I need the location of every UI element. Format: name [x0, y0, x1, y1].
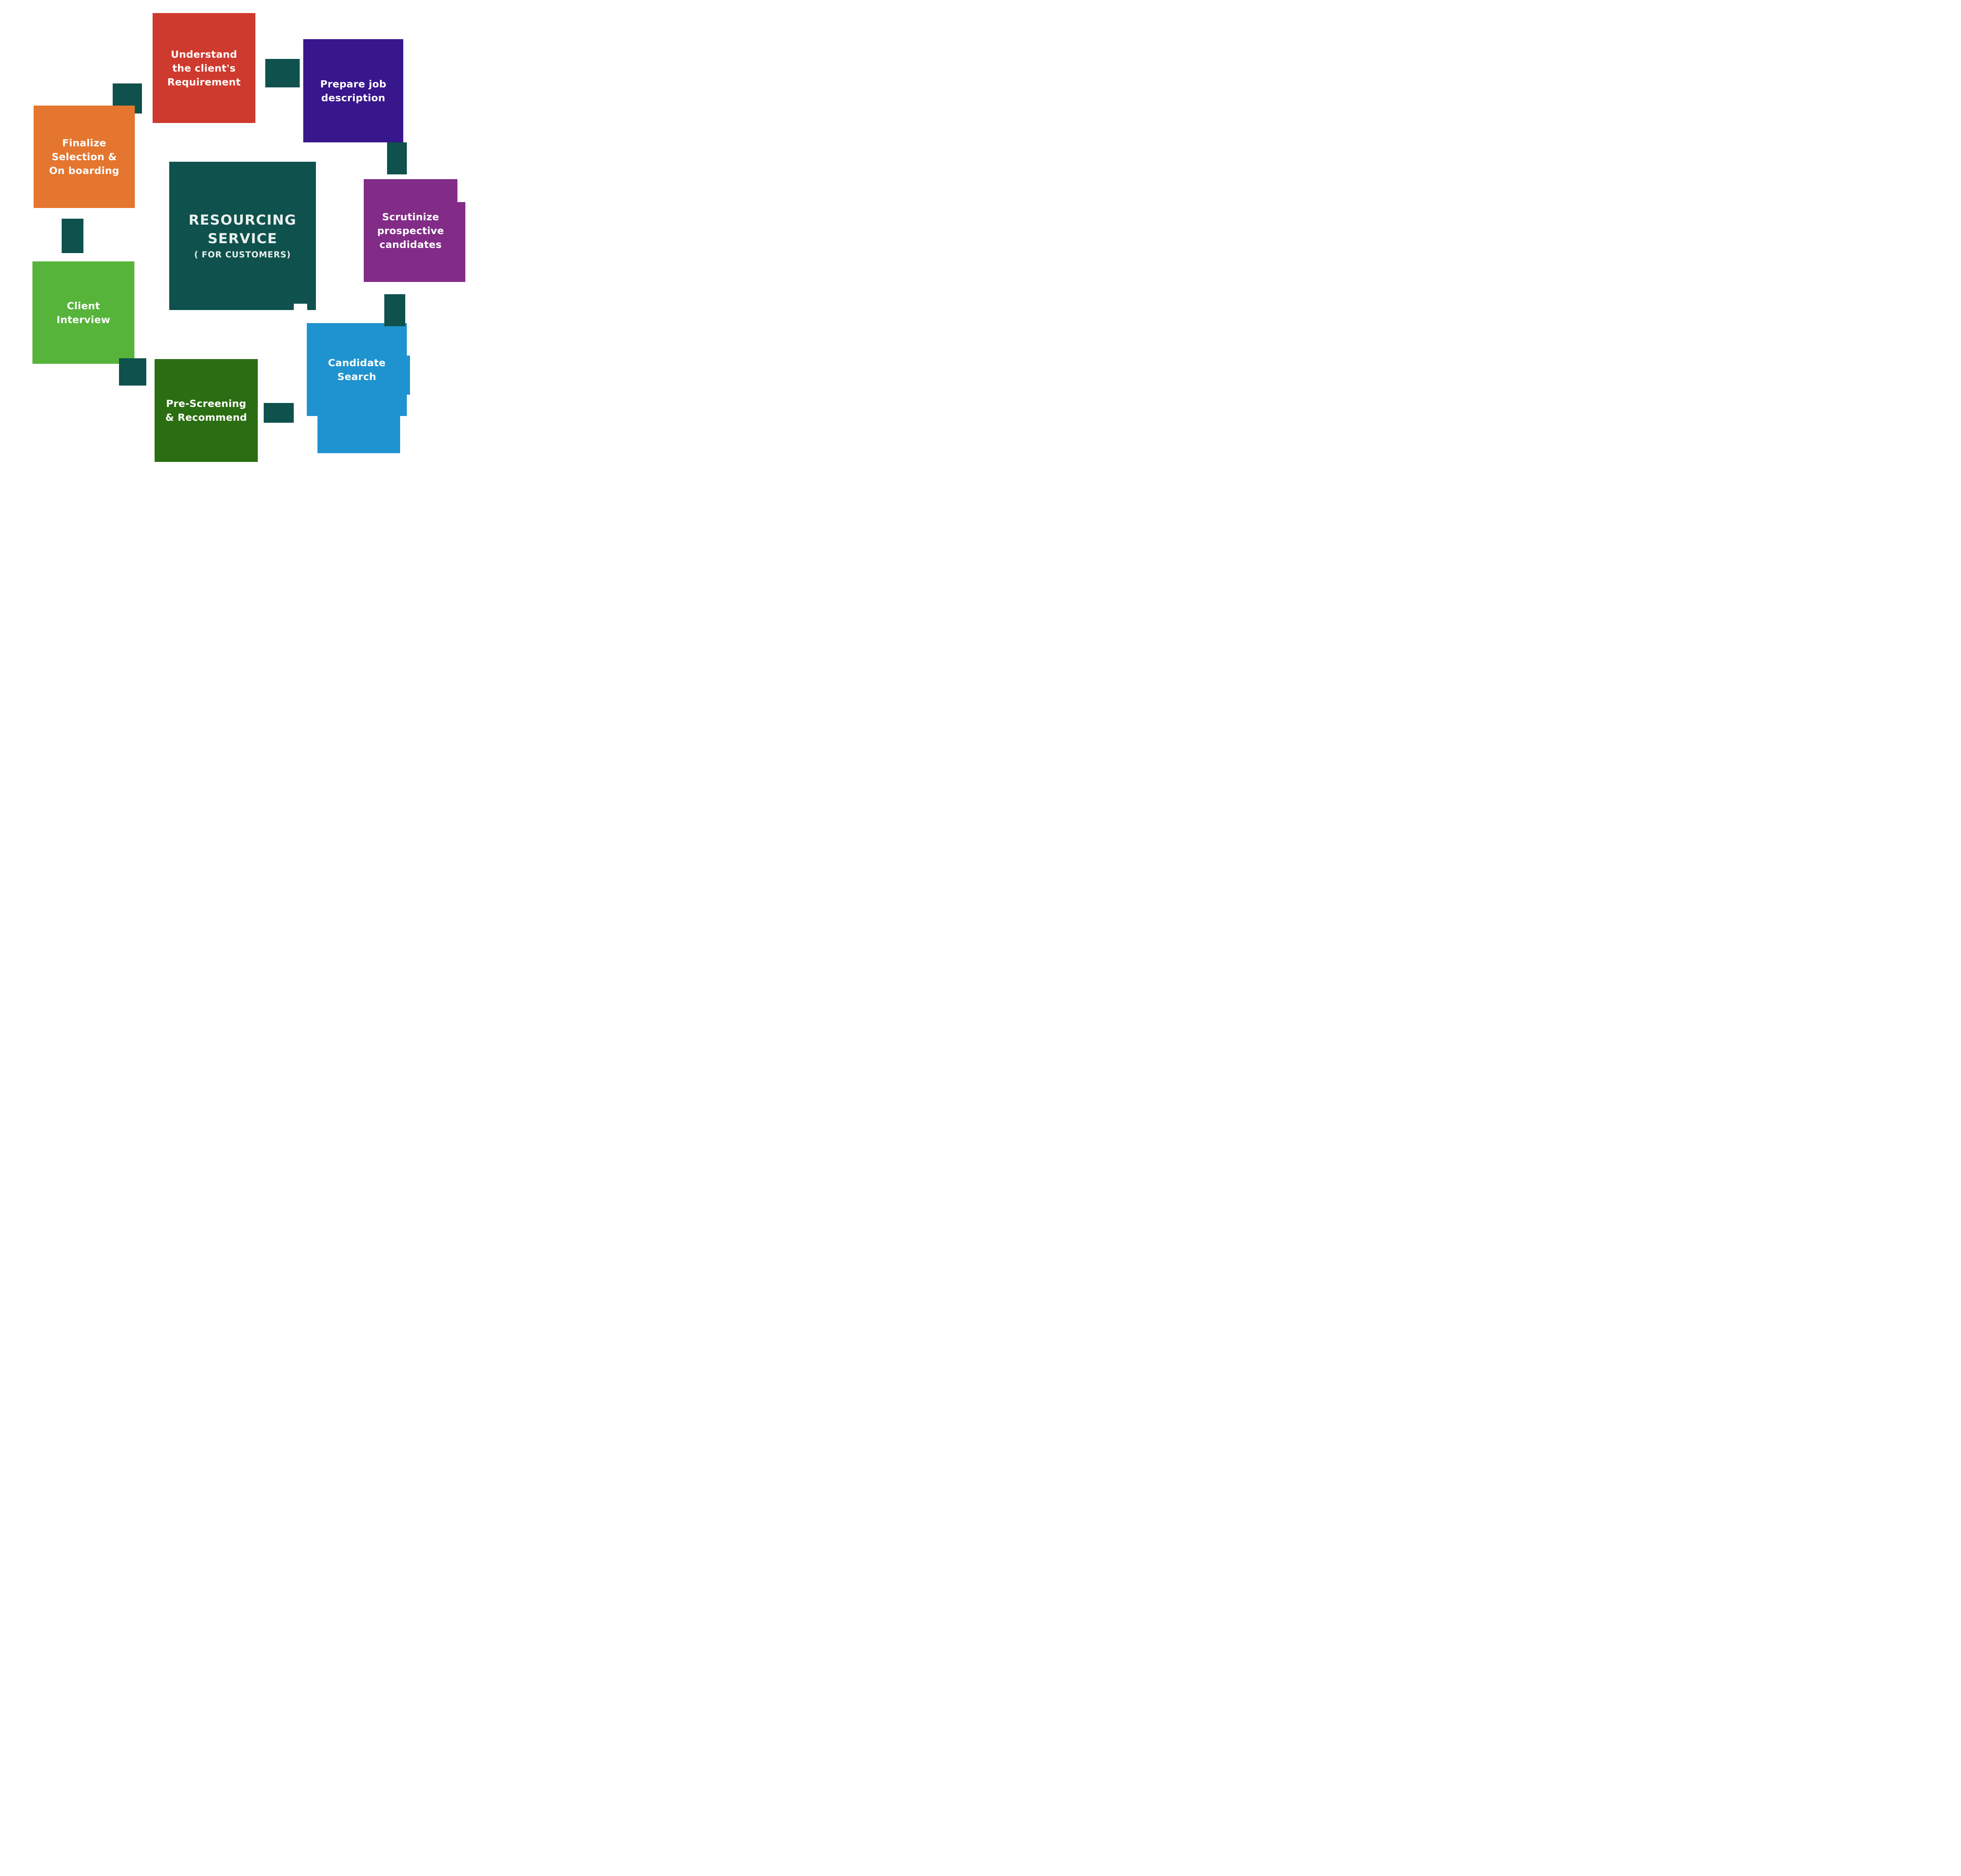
center-box-bottom-notch: [294, 304, 307, 310]
scrutinize-box-right-tab: [457, 202, 465, 282]
step-label-finalize: Finalize Selection & On boarding: [49, 137, 119, 176]
step-box-understand-clients-requirement: Understand the client's Requirement: [153, 13, 255, 123]
connector-prescreen-to-interview: [119, 358, 146, 386]
connector-prepare-to-scrutinize: [387, 142, 407, 174]
diagram-title-line2: SERVICE: [208, 231, 278, 247]
step-label-candidate: Candidate Search: [328, 357, 386, 382]
step-box-candidate-search: Candidate Search: [307, 323, 410, 453]
candidate-box-right-tab: [407, 356, 410, 395]
connector-scrutinize-to-candidate: [384, 294, 405, 326]
step-label-interview: Client Interview: [57, 300, 110, 325]
diagram-title: RESOURCING SERVICE ( FOR CUSTOMERS): [189, 211, 297, 261]
resourcing-service-process-diagram: Understand the client's Requirement Prep…: [0, 0, 490, 469]
step-box-client-interview: Client Interview: [32, 261, 134, 364]
diagram-title-line3: ( FOR CUSTOMERS): [194, 250, 291, 259]
step-label-prescreen: Pre-Screening & Recommend: [165, 398, 247, 423]
connector-interview-to-finalize: [62, 219, 83, 253]
step-box-finalize-selection-onboarding: Finalize Selection & On boarding: [34, 106, 135, 208]
step-label-scrutinize: Scrutinize prospective candidates: [377, 211, 444, 250]
step-label-understand: Understand the client's Requirement: [167, 48, 241, 88]
center-box-resourcing-service: RESOURCING SERVICE ( FOR CUSTOMERS): [169, 162, 316, 310]
connector-candidate-to-prescreen: [264, 403, 294, 423]
step-box-prepare-job-description: Prepare job description: [303, 39, 403, 142]
step-label-prepare: Prepare job description: [320, 78, 387, 104]
connector-understand-to-prepare: [265, 59, 300, 87]
step-box-pre-screening-recommend: Pre-Screening & Recommend: [155, 359, 258, 462]
candidate-box-bottom-extension: [317, 416, 400, 453]
diagram-title-line1: RESOURCING: [189, 212, 297, 228]
step-box-scrutinize-prospective-candidates: Scrutinize prospective candidates: [364, 179, 465, 282]
